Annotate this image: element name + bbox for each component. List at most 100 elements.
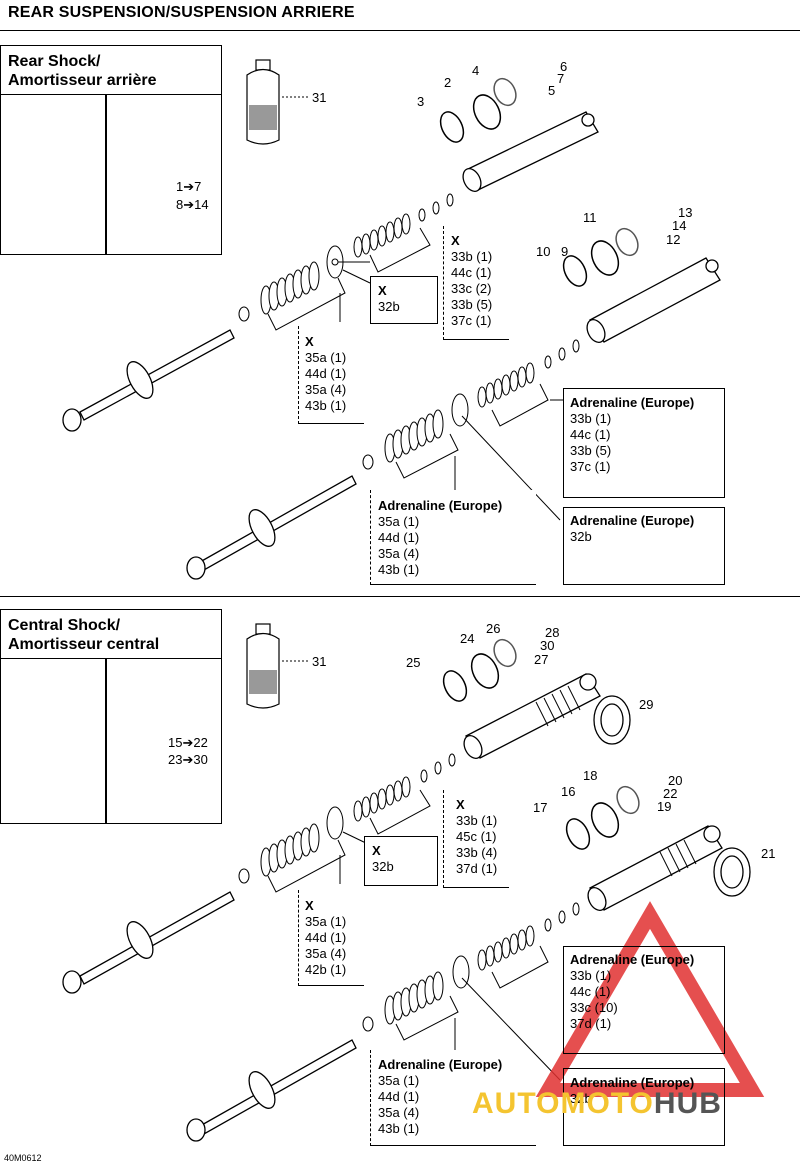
- central-adr-large: Adrenaline (Europe) 35a (1) 44d (1) 35a …: [378, 1057, 502, 1137]
- central-shock-body-bottom: [587, 825, 723, 911]
- rear-range-2: 8➔14: [176, 197, 209, 212]
- kit-line: 35a (4): [378, 1105, 420, 1120]
- diagram-code: 40M0612: [4, 1153, 42, 1163]
- kit-line: 45c (1): [456, 829, 497, 844]
- callout-20: 20: [668, 773, 683, 788]
- rear-spring-small: [353, 193, 454, 258]
- rear-shock-body-bottom: [586, 257, 721, 343]
- kit-line: 43b (1): [378, 562, 420, 577]
- kit-line: 32b: [372, 859, 394, 874]
- rear-kit-x-32b-box: [370, 276, 438, 324]
- kit-line: 44d (1): [378, 530, 420, 545]
- central-shock-subtitle: Amortisseur central: [8, 636, 160, 653]
- rear-adr-large: Adrenaline (Europe) 35a (1) 44d (1) 35a …: [378, 498, 502, 578]
- callout-16: 16: [561, 784, 576, 799]
- kit-line: 44c (1): [451, 265, 492, 280]
- rear-adr-small-box: [563, 388, 725, 498]
- callout-11: 11: [583, 210, 597, 225]
- callout-26: 26: [486, 621, 501, 636]
- callout-10: 10: [536, 244, 551, 259]
- central-adr-small: Adrenaline (Europe) 33b (1) 44c (1) 33c …: [570, 952, 694, 1032]
- central-shock-title: Central Shock/: [8, 617, 121, 634]
- kit-line: 37c (1): [451, 313, 492, 328]
- kit-head: Adrenaline (Europe): [378, 498, 503, 513]
- kit-line: 33b (1): [451, 249, 493, 264]
- kit-line: 37c (1): [570, 459, 611, 474]
- central-oil-bottle: [246, 623, 280, 709]
- kit-line: 37d (1): [456, 861, 498, 876]
- callout-1: 3: [417, 94, 425, 109]
- callout-25: 25: [406, 655, 421, 670]
- callout-7: 7: [557, 71, 565, 86]
- callout-22: 22: [663, 786, 678, 801]
- rear-kit-x-large-box: [298, 326, 364, 424]
- rear-kit-x-small-box: [443, 226, 509, 340]
- kit-line: 33c (10): [570, 1000, 618, 1015]
- central-adr-large-box: [370, 1050, 536, 1146]
- callout-5: 5: [548, 83, 556, 98]
- rear-kit-x-large: X 35a (1) 44d (1) 35a (4) 43b (1): [305, 334, 346, 414]
- kit-line: 35a (1): [378, 514, 420, 529]
- rear-callout-oil: 31: [312, 90, 327, 105]
- callout-24: 24: [460, 631, 475, 646]
- callout-14: 14: [672, 218, 687, 233]
- central-spring-collar-top: [593, 695, 631, 745]
- kit-head: Adrenaline (Europe): [570, 952, 695, 967]
- kit-line: 33b (5): [451, 297, 493, 312]
- kit-line: 33c (2): [451, 281, 492, 296]
- rear-adr-32b-box: [563, 507, 725, 585]
- rear-range-1: 1➔7: [176, 179, 202, 194]
- central-kit-x-large: X 35a (1) 44d (1) 35a (4) 42b (1): [305, 898, 346, 978]
- callout-13: 13: [678, 205, 693, 220]
- callout-4: 4: [472, 63, 480, 78]
- kit-line: 32b: [570, 1091, 592, 1106]
- central-kit-x-32b-box: [364, 836, 438, 886]
- kit-head: Adrenaline (Europe): [570, 1075, 695, 1090]
- central-shock-body-top: [463, 673, 601, 759]
- callout-17: 17: [533, 800, 548, 815]
- rear-kit-x-32b: X 32b: [378, 283, 400, 315]
- callout-21: 21: [761, 846, 776, 861]
- rear-shaft-top: [62, 329, 235, 432]
- callout-28: 28: [545, 625, 560, 640]
- section-divider: [0, 596, 800, 597]
- page-title: REAR SUSPENSION/SUSPENSION ARRIERE: [8, 4, 355, 21]
- rear-shock-subtitle: Amortisseur arrière: [8, 72, 157, 89]
- kit-line: 32b: [378, 299, 400, 314]
- watermark-triangle: [535, 901, 765, 1097]
- rear-label-box: [0, 45, 222, 95]
- central-range-1: 15➔22: [168, 735, 208, 750]
- rear-kit-x-small: X 33b (1) 44c (1) 33c (2) 33b (5) 37c (1…: [451, 233, 492, 329]
- kit-head: X: [378, 283, 387, 298]
- kit-head: X: [372, 843, 381, 858]
- kit-line: 32b: [570, 529, 592, 544]
- kit-line: 35a (1): [378, 1073, 420, 1088]
- callout-27: 27: [534, 652, 549, 667]
- central-kit-x-small-box: [443, 790, 509, 888]
- kit-head: X: [451, 233, 460, 248]
- kit-line: 33b (5): [570, 443, 612, 458]
- kit-head: Adrenaline (Europe): [570, 513, 695, 528]
- kit-line: 35a (4): [305, 382, 347, 397]
- central-label-box: [0, 609, 222, 659]
- kit-line: 37d (1): [570, 1016, 612, 1031]
- kit-line: 33b (1): [570, 411, 612, 426]
- kit-line: 44c (1): [570, 427, 611, 442]
- kit-line: 35a (4): [378, 546, 420, 561]
- rear-adr-32b: Adrenaline (Europe) 32b: [570, 513, 694, 545]
- kit-head: Adrenaline (Europe): [378, 1057, 503, 1072]
- callout-19: 19: [657, 799, 672, 814]
- kit-head: X: [305, 898, 314, 913]
- kit-line: 44d (1): [305, 930, 347, 945]
- kit-line: 44d (1): [378, 1089, 420, 1104]
- central-range-2: 23➔30: [168, 752, 208, 767]
- callout-18: 18: [583, 768, 598, 783]
- central-adr-32b-box: [563, 1068, 725, 1146]
- kit-line: 43b (1): [378, 1121, 420, 1136]
- central-adr-32b: Adrenaline (Europe) 32b: [570, 1075, 694, 1107]
- callout-2: 2: [444, 75, 452, 90]
- kit-line: 35a (1): [305, 914, 347, 929]
- kit-head: X: [305, 334, 314, 349]
- kit-line: 43b (1): [305, 398, 347, 413]
- central-kit-x-32b: X 32b: [372, 843, 394, 875]
